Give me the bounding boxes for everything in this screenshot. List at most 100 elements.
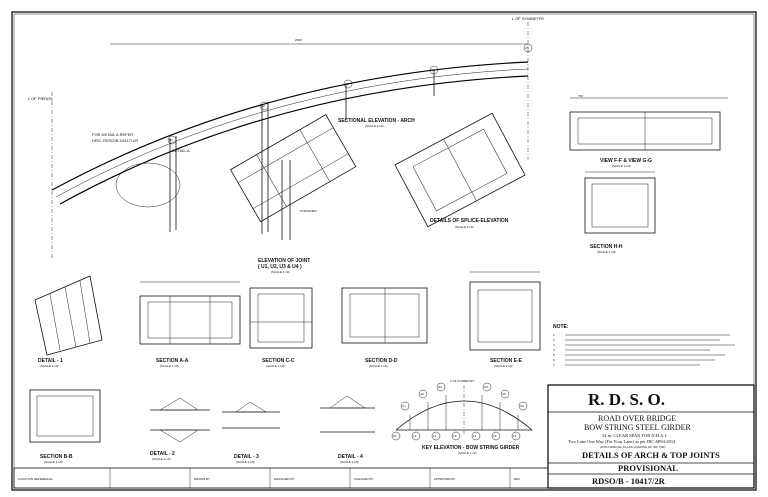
svg-text:U4: U4: [431, 68, 435, 72]
sectional-elevation-title: SECTIONAL ELEVATION - ARCH: [338, 118, 415, 124]
svg-text:L0: L0: [393, 434, 397, 438]
stiffener-label: STIFFENER: [300, 209, 318, 213]
tb-line2: BOW STRING STEEL GIRDER: [584, 423, 692, 432]
detail-3-title: DETAIL - 3: [234, 454, 259, 460]
svg-text:L2: L2: [433, 434, 437, 438]
svg-text:4.: 4.: [553, 348, 556, 352]
detail-2-scale: (SCALE 1:10): [152, 457, 171, 461]
section-dd-title: SECTION D-D: [365, 358, 398, 364]
svg-text:U2: U2: [261, 104, 265, 108]
tb-line3: 54 m. CLEAR SPAN FOR N.H.A.I.: [602, 433, 667, 438]
drawing-number: RDSO/B - 10417/2R: [592, 476, 666, 486]
tb-line4: Two Lane One Way (For Four Lane) as per …: [568, 439, 676, 444]
svg-text:U1: U1: [402, 404, 406, 408]
notes: NOTE: 1. 2. 3. 4. 5. 6. 7.: [553, 324, 735, 367]
pier-label: L OF PIER(S): [28, 96, 53, 101]
detail-2-title: DETAIL - 2: [150, 451, 175, 457]
splice-note-1: FOR DETAIL A REFER: [92, 132, 133, 137]
splice-note-2: DRG. RDSO/B-10417/1/R: [92, 138, 138, 143]
tb-status: PROVISIONAL: [618, 463, 678, 473]
svg-text:DESIGNED BY: DESIGNED BY: [274, 477, 295, 481]
section-bb-title: SECTION B-B: [40, 454, 73, 460]
span-dimension: 2900: [295, 38, 302, 42]
section-hh: [584, 171, 656, 234]
view-fg: 700: [569, 94, 728, 151]
svg-text:U4: U4: [484, 385, 488, 389]
detail-1-scale: (SCALE 1:10): [40, 364, 59, 368]
section-dd-scale: (SCALE 1:10): [369, 364, 388, 368]
svg-text:U2: U2: [420, 392, 424, 396]
svg-text:L5: L5: [493, 434, 497, 438]
svg-text:5.: 5.: [553, 353, 556, 357]
key-elevation-scale: (SCALE 1:10): [458, 451, 477, 455]
view-fg-title: VIEW F-F & VIEW G-G: [600, 158, 652, 164]
svg-text:U6: U6: [520, 404, 524, 408]
svg-text:2.: 2.: [553, 338, 556, 342]
svg-text:1.: 1.: [553, 333, 556, 337]
sectional-elevation-scale: (SCALE 1:10): [365, 124, 384, 128]
svg-text:L1: L1: [413, 434, 417, 438]
key-symmetry-label: L OF SYMMETRY: [450, 379, 474, 383]
detail-a-label: DETAIL-A: [172, 148, 190, 153]
svg-text:L3: L3: [453, 434, 457, 438]
section-cc-scale: (SCALE 1:10): [266, 364, 285, 368]
svg-text:U5: U5: [525, 46, 529, 50]
detail-4-scale: (SCALE 1:10): [340, 460, 359, 464]
bottom-strip: LOCATION REFERENCE DRAWN BY DESIGNED BY …: [13, 467, 549, 489]
section-aa-title: SECTION A-A: [156, 358, 189, 364]
tb-line5: (WITH SPECIAL CLASS LOADING OF IRC 70R): [600, 445, 665, 449]
section-cc-title: SECTION C-C: [262, 358, 295, 364]
splice-title: DETAILS OF SPLICE-ELEVATION: [430, 218, 509, 224]
tb-line1: ROAD OVER BRIDGE: [598, 414, 676, 423]
splice-elevation: [394, 112, 526, 228]
detail-4-title: DETAIL - 4: [338, 454, 363, 460]
svg-text:L6: L6: [513, 434, 517, 438]
svg-text:6.: 6.: [553, 358, 556, 362]
svg-text:LOCATION REFERENCE: LOCATION REFERENCE: [18, 477, 52, 481]
symmetry-label: L OF SYMMETRY: [512, 16, 545, 21]
svg-text:L4: L4: [473, 434, 477, 438]
section-hh-scale: (SCALE 1:10): [597, 250, 616, 254]
section-hh-title: SECTION H-H: [590, 244, 623, 250]
svg-text:U1: U1: [169, 138, 173, 142]
section-aa-scale: (SCALE 1:10): [160, 364, 179, 368]
svg-text:U3: U3: [438, 385, 442, 389]
detail-4-drawing: [320, 395, 375, 433]
note-heading: NOTE:: [553, 324, 569, 330]
sheet-border: [11, 11, 757, 491]
joint-title-2: ( U1, U2, U3 & U4 ): [258, 264, 302, 270]
svg-text:DRAWN BY: DRAWN BY: [194, 477, 210, 481]
detail-1-title: DETAIL - 1: [38, 358, 63, 364]
section-bb-scale: (SCALE 1:10): [44, 460, 63, 464]
section-cc-drawing: [249, 287, 313, 349]
title-block: R. D. S. O. ROAD OVER BRIDGE BOW STRING …: [547, 384, 755, 489]
detail-2-drawing: [150, 397, 210, 443]
section-ee-drawing: [469, 271, 541, 351]
svg-text:7.: 7.: [553, 363, 556, 367]
svg-text:U3: U3: [345, 82, 349, 86]
section-bb-drawing: [29, 389, 101, 443]
detail-1-drawing: [34, 275, 103, 356]
svg-text:700: 700: [578, 94, 583, 98]
tb-line6: DETAILS OF ARCH & TOP JOINTS: [582, 450, 720, 460]
key-elevation-title: KEY ELEVATION - BOW STRING GIRDER: [422, 445, 520, 451]
svg-text:U5: U5: [502, 392, 506, 396]
arch-elevation: 2900 L OF SYMMETRY U1 U2 U3 U4 U5 L OF P…: [28, 16, 545, 260]
section-ee-title: SECTION E-E: [490, 358, 523, 364]
org-name: R. D. S. O.: [588, 390, 665, 409]
detail-3-scale: (SCALE 1:10): [236, 460, 255, 464]
joint-scale: (SCALE 1:10): [271, 270, 290, 274]
key-elevation: L OF SYMMETRY U1 U2 U3 U4 U5 U6 L0 L1 L2…: [391, 379, 533, 441]
section-ee-scale: (SCALE 1:10): [494, 364, 513, 368]
section-dd-drawing: [341, 287, 428, 344]
joint-title-1: ELEVATION OF JOINT: [258, 258, 310, 264]
svg-text:REV: REV: [514, 477, 520, 481]
detail-3-drawing: [222, 401, 280, 429]
splice-scale: (SCALE 1:10): [455, 225, 474, 229]
svg-text:CHECKED BY: CHECKED BY: [354, 477, 374, 481]
section-aa-drawing: [139, 281, 241, 345]
view-fg-scale: (SCALE 1:10): [612, 164, 631, 168]
svg-text:3.: 3.: [553, 343, 556, 347]
svg-text:APPROVED BY: APPROVED BY: [434, 477, 456, 481]
